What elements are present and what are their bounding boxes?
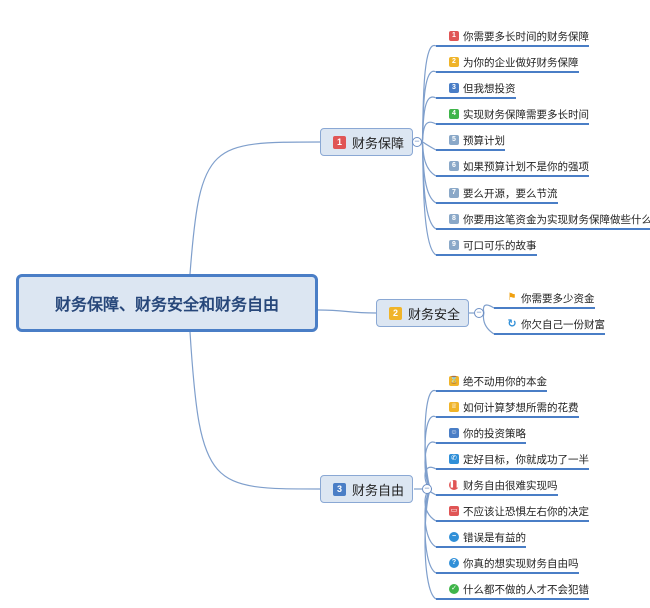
branch-label: 财务保障 <box>352 135 405 151</box>
subtopic-label: 可口可乐的故事 <box>463 239 537 252</box>
phone-icon: ✆ <box>449 454 459 464</box>
subtopic-label: 你欠自己一份财富 <box>521 318 605 331</box>
subtopic-label: 你需要多少资金 <box>521 292 595 305</box>
subtopic-item[interactable]: 7 要么开源，要么节流 <box>436 184 558 204</box>
collapse-toggle-icon[interactable]: − <box>422 484 432 494</box>
subtopic-item[interactable]: ? 你真的想实现财务自由吗 <box>436 554 579 574</box>
subtopic-label: 错误是有益的 <box>463 531 526 544</box>
root-topic[interactable]: 财务保障、财务安全和财务自由 <box>16 274 318 332</box>
priority-7-icon: 7 <box>449 188 459 198</box>
branch-number-badge: 3 <box>333 482 346 496</box>
question-icon: ? <box>449 558 459 568</box>
subtopic-item[interactable]: 3 但我想投资 <box>436 79 516 99</box>
subtopic-label: 要么开源，要么节流 <box>463 187 558 200</box>
branch-number-badge: 2 <box>389 306 402 320</box>
subtopic-item[interactable]: 5 预算计划 <box>436 131 505 151</box>
subtopic-label: 不应该让恐惧左右你的决定 <box>463 505 589 518</box>
priority-9-icon: 9 <box>449 240 459 250</box>
collapse-toggle-icon[interactable]: − <box>412 137 422 147</box>
subtopic-label: 你的投资策略 <box>463 427 526 440</box>
branch-label: 财务安全 <box>408 306 461 322</box>
priority-1-icon: 1 <box>449 31 459 41</box>
priority-3-icon: 3 <box>449 83 459 93</box>
pause-icon: ❚❚ <box>449 480 461 490</box>
branch-topic-2[interactable]: 2 财务安全 <box>376 299 470 327</box>
flag-icon: ⚑ <box>507 292 517 303</box>
subtopic-item[interactable]: ▭ 不应该让恐惧左右你的决定 <box>436 502 589 522</box>
subtopic-label: 你需要多长时间的财务保障 <box>463 30 589 43</box>
subtopic-label: 什么都不做的人才不会犯错 <box>463 583 589 596</box>
collapse-toggle-icon[interactable]: − <box>474 308 484 318</box>
priority-5-icon: 5 <box>449 135 459 145</box>
subtopic-label: 如果预算计划不是你的强项 <box>463 160 589 173</box>
trophy-icon: ♕ <box>449 402 459 412</box>
subtopic-item[interactable]: ♕ 如何计算梦想所需的花费 <box>436 398 579 418</box>
minus-icon: − <box>449 532 459 542</box>
subtopic-label: 实现财务保障需要多长时间 <box>463 108 589 121</box>
subtopic-label: 财务自由很难实现吗 <box>463 479 558 492</box>
branch-topic-3[interactable]: 3 财务自由 <box>320 475 414 503</box>
subtopic-item[interactable]: 8 你要用这笔资金为实现财务保障做些什么 <box>436 210 650 230</box>
priority-8-icon: 8 <box>449 214 459 224</box>
branch-topic-1[interactable]: 1 财务保障 <box>320 128 414 156</box>
subtopic-item[interactable]: 9 可口可乐的故事 <box>436 236 537 256</box>
subtopic-label: 你要用这笔资金为实现财务保障做些什么 <box>463 213 650 226</box>
subtopic-item[interactable]: ✆ 定好目标，你就成功了一半 <box>436 450 589 470</box>
subtopic-item[interactable]: ↻ 你欠自己一份财富 <box>494 315 605 335</box>
branch-number-badge: 1 <box>333 135 346 149</box>
branch-label: 财务自由 <box>352 482 405 498</box>
subtopic-label: 绝不动用你的本金 <box>463 375 547 388</box>
people-icon: ☺ <box>449 428 459 438</box>
refresh-icon: ↻ <box>507 318 517 330</box>
hourglass-icon: ⌛ <box>449 376 459 386</box>
subtopic-label: 定好目标，你就成功了一半 <box>463 453 589 466</box>
subtopic-item[interactable]: ⌛ 绝不动用你的本金 <box>436 372 547 392</box>
subtopic-item[interactable]: 4 实现财务保障需要多长时间 <box>436 105 589 125</box>
subtopic-item[interactable]: −错误是有益的 <box>436 528 526 548</box>
priority-6-icon: 6 <box>449 161 459 171</box>
subtopic-item[interactable]: 1 你需要多长时间的财务保障 <box>436 27 589 47</box>
subtopic-item[interactable]: ☺ 你的投资策略 <box>436 424 526 444</box>
subtopic-item[interactable]: ✓ 什么都不做的人才不会犯错 <box>436 580 589 600</box>
subtopic-label: 为你的企业做好财务保障 <box>463 56 579 69</box>
subtopic-label: 但我想投资 <box>463 82 516 95</box>
subtopic-label: 你真的想实现财务自由吗 <box>463 557 579 570</box>
check-icon: ✓ <box>449 584 459 594</box>
priority-4-icon: 4 <box>449 109 459 119</box>
subtopic-item[interactable]: 2 为你的企业做好财务保障 <box>436 53 579 73</box>
subtopic-label: 预算计划 <box>463 134 505 147</box>
subtopic-item[interactable]: 6 如果预算计划不是你的强项 <box>436 157 589 177</box>
subtopic-label: 如何计算梦想所需的花费 <box>463 401 579 414</box>
subtopic-item[interactable]: ⚑ 你需要多少资金 <box>494 289 595 309</box>
comment-icon: ▭ <box>449 506 459 516</box>
subtopic-item[interactable]: ❚❚财务自由很难实现吗 <box>436 476 558 496</box>
priority-2-icon: 2 <box>449 57 459 67</box>
